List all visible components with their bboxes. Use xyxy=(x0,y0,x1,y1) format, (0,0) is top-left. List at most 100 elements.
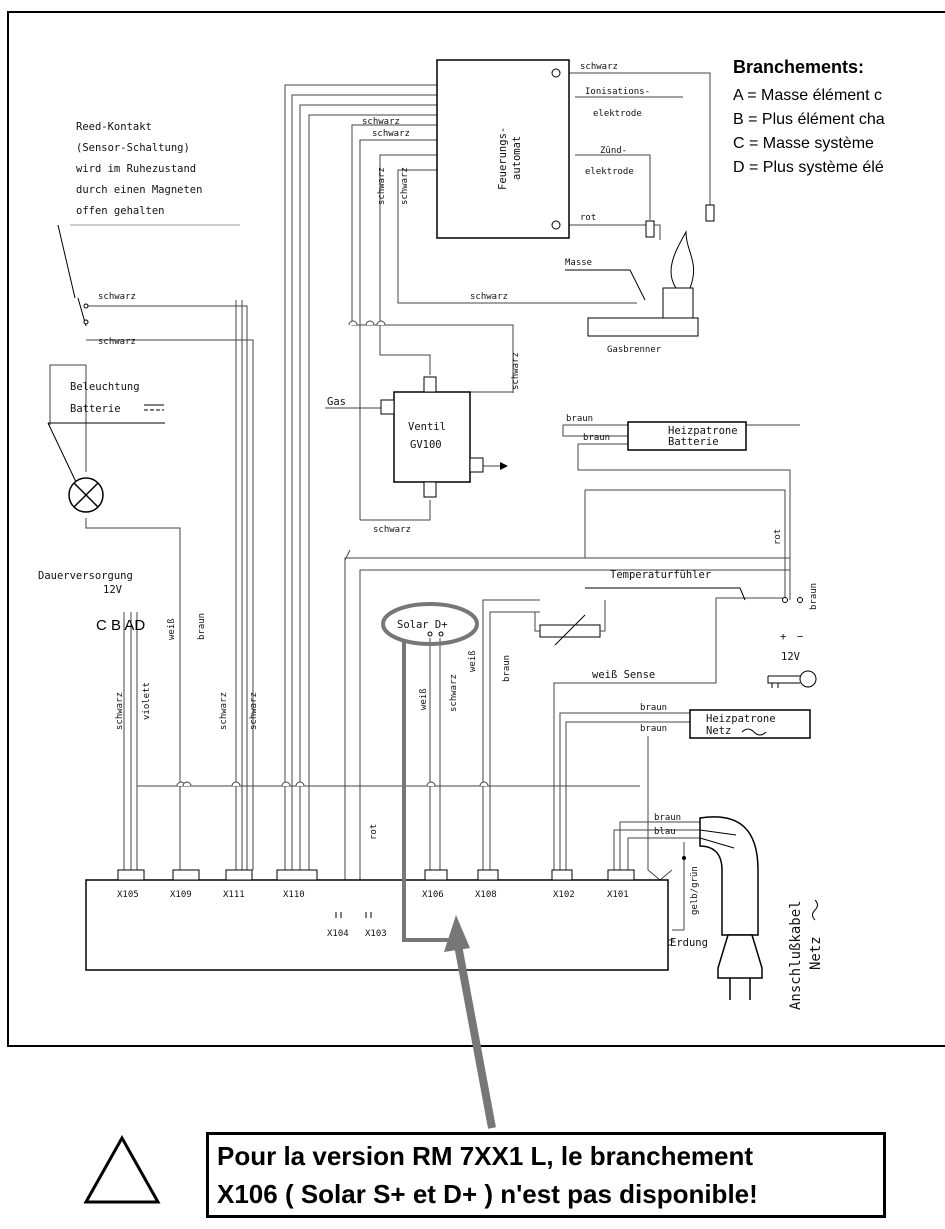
volt-12-label: 12V xyxy=(781,651,801,663)
zuend-electrode xyxy=(645,220,655,238)
legend-item-a: A = Masse élément c xyxy=(733,87,882,104)
gelbgruen-label: gelb/grün xyxy=(690,866,700,915)
beleuchtung-line-2: Batterie xyxy=(70,403,121,415)
availability-note: Pour la version RM 7XX1 L, le branchemen… xyxy=(206,1132,886,1218)
temperatur-slash xyxy=(554,614,586,646)
legend-item-d: D = Plus système élé xyxy=(733,159,884,176)
ionisation-line-1: Ionisations- xyxy=(585,87,650,97)
reed-line-5: offen gehalten xyxy=(76,205,165,217)
heizpatrone-batterie-box xyxy=(627,421,747,451)
wire-label-schwarz-top: schwarz xyxy=(580,62,618,72)
wire-label-schwarz-reed-2: schwarz xyxy=(98,337,136,347)
wire-label-braun-temp: braun xyxy=(502,655,512,682)
ventil-box xyxy=(393,391,471,483)
connector-label-x104: X104 xyxy=(327,929,349,939)
solar-terminal-1 xyxy=(427,631,433,637)
small-pins xyxy=(335,912,372,918)
wire-label-weiss-x109: weiß xyxy=(167,618,177,640)
ionisation-line-2: elektrode xyxy=(593,109,642,119)
wire-crossings xyxy=(176,320,489,787)
sense-label: weiß Sense xyxy=(592,669,655,681)
wire-label-schwarz-a2: schwarz xyxy=(372,129,410,139)
connector-label-x111: X111 xyxy=(223,890,245,900)
pointer-arrow-shaft xyxy=(454,944,496,1129)
connector-label-x106: X106 xyxy=(422,890,444,900)
cable-line-2 xyxy=(699,837,735,849)
key-icon xyxy=(767,675,800,688)
heizpatrone-netz-box xyxy=(689,709,811,739)
feuerung-label-1: Feuerungs- xyxy=(497,127,509,190)
wire-label-schwarz-x106: schwarz xyxy=(449,674,459,712)
reed-line-2: (Sensor-Schaltung) xyxy=(76,142,190,154)
wire-label-schwarz-v2: schwarz xyxy=(400,167,410,205)
masse-callout xyxy=(565,269,646,301)
reed-line-4: durch einen Magneten xyxy=(76,184,202,196)
ventil-port-right xyxy=(469,457,484,473)
wire-label-schwarz-a1: schwarz xyxy=(362,117,400,127)
wire-label-schwarz-ventil-top: schwarz xyxy=(511,352,521,390)
key-head xyxy=(799,670,817,688)
lamp-cross-2 xyxy=(73,482,99,508)
ac-symbol-anschluss xyxy=(812,899,818,921)
connector-label-x108: X108 xyxy=(475,890,497,900)
solar-terminal-2 xyxy=(438,631,444,637)
plug-icon xyxy=(717,934,763,979)
terminal-minus xyxy=(797,597,803,603)
legend-item-c: C = Masse système xyxy=(733,135,874,152)
wire-label-blau-x101: blau xyxy=(654,827,676,837)
wire-label-braun-x109: braun xyxy=(197,613,207,640)
cable-line-1 xyxy=(699,829,737,836)
connector-label-x105: X105 xyxy=(117,890,139,900)
legend-item-b: B = Plus élément cha xyxy=(733,111,885,128)
legend-title: Branchements: xyxy=(733,57,864,77)
gas-label: Gas xyxy=(327,396,346,408)
temperatur-label: Temperaturfühler xyxy=(610,569,711,581)
reed-line-1: Reed-Kontakt xyxy=(76,121,152,133)
erdung-label: Erdung xyxy=(670,937,708,949)
ventil-port-left xyxy=(380,399,395,415)
wire-label-schwarz-v1: schwarz xyxy=(377,167,387,205)
gelbgruen-dot-1 xyxy=(682,856,686,860)
flame-icon xyxy=(670,230,695,289)
connector-label-x109: X109 xyxy=(170,890,192,900)
zuend-line-2: elektrode xyxy=(585,167,634,177)
wire-label-braun-x101: braun xyxy=(654,813,681,823)
wire-label-braun-hn-1: braun xyxy=(640,703,667,713)
anschluss-cable xyxy=(699,816,759,936)
wire-label-braun-hb-1: braun xyxy=(566,414,593,424)
burner-nozzle xyxy=(662,287,694,319)
wire-label-schwarz-masse: schwarz xyxy=(470,292,508,302)
anschluss-line-1: Anschlußkabel xyxy=(788,900,804,1010)
terminal-plus-sign: + xyxy=(780,631,786,643)
warning-triangle-icon xyxy=(83,1134,161,1204)
wire-label-weiss-temp: weiß xyxy=(468,650,478,672)
wire-label-schwarz-x105: schwarz xyxy=(115,692,125,730)
connector-label-x110: X110 xyxy=(283,890,305,900)
automat-terminal-top xyxy=(551,68,561,78)
control-board xyxy=(85,879,669,971)
connector-label-x101: X101 xyxy=(607,890,629,900)
temperatur-link xyxy=(534,611,540,632)
gasbrenner-box xyxy=(587,317,699,337)
connector-blocks xyxy=(117,869,635,881)
reed-callout xyxy=(57,224,76,299)
terminal-minus-sign: − xyxy=(797,631,803,643)
wire-label-rot-right: rot xyxy=(773,529,783,545)
wire-label-braun-hb-2: braun xyxy=(583,433,610,443)
ventil-line-1: Ventil xyxy=(408,421,446,433)
wire-group xyxy=(49,72,800,946)
cbad-label: C B AD xyxy=(96,617,145,634)
ventil-out-arrow xyxy=(500,462,508,470)
wire-label-braun-hn-2: braun xyxy=(640,724,667,734)
wire-label-rot-automat: rot xyxy=(580,213,596,223)
wire-label-weiss-x106: weiß xyxy=(419,688,429,710)
beleuchtung-line-1: Beleuchtung xyxy=(70,381,140,393)
zuend-line-1: Zünd- xyxy=(600,146,627,156)
solar-highlight-path xyxy=(402,640,457,942)
heiz-batt-line-2: Batterie xyxy=(668,436,719,448)
wire-label-braun-right: braun xyxy=(809,583,819,610)
heiz-netz-line-1: Heizpatrone xyxy=(706,713,776,725)
temperatur-resistor xyxy=(539,624,601,638)
ionisation-electrode xyxy=(705,204,715,222)
